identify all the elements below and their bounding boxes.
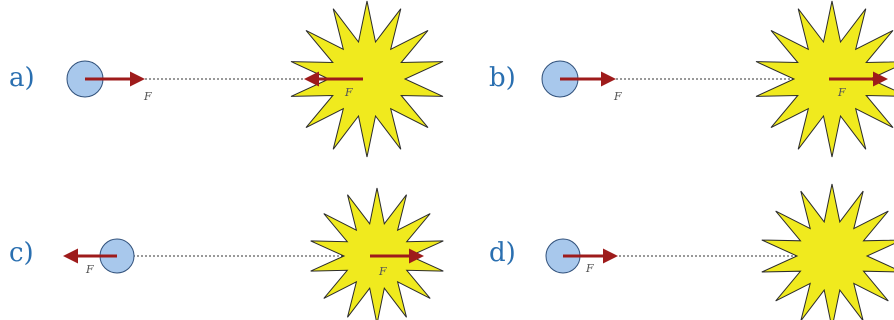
starburst-icon [761, 183, 894, 320]
ball-force-label: F [85, 263, 94, 276]
option-label-a: a) [9, 63, 35, 93]
ball-force-label: F [585, 262, 594, 275]
ball-force-label: F [613, 90, 622, 103]
ball-force-label: F [143, 90, 152, 103]
starburst-icon [290, 0, 444, 158]
option-label-b: b) [489, 63, 516, 93]
option-label-d: d) [489, 238, 516, 268]
option-c: c) F F [9, 187, 444, 320]
star-force-label: F [837, 86, 846, 99]
option-label-c: c) [9, 238, 34, 268]
starburst-icon [310, 187, 444, 320]
star-force-label: F [378, 265, 387, 278]
star-force-label: F [344, 86, 353, 99]
option-d: d) F [489, 183, 894, 320]
starburst-icon [755, 0, 894, 158]
option-b: b) F F [489, 0, 894, 158]
option-a: a) F F [9, 0, 444, 158]
